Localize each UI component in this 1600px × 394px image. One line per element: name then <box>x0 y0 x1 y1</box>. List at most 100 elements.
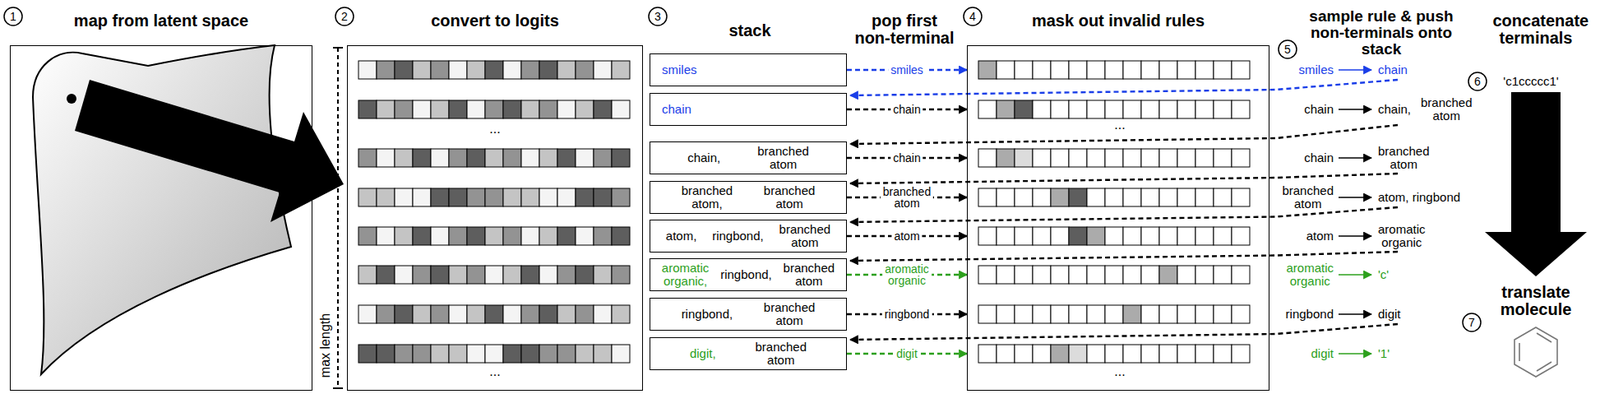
pop-arrow <box>846 273 967 276</box>
logit-cell <box>521 60 540 79</box>
logit-cell <box>467 60 486 79</box>
logit-cell <box>996 148 1015 167</box>
rule-arrow <box>1338 235 1372 237</box>
benzene-molecule <box>1514 327 1558 377</box>
logit-cell <box>485 100 504 119</box>
edge-label: branched atom <box>880 184 934 210</box>
logit-cell <box>1032 305 1051 324</box>
logit-cell <box>539 305 558 324</box>
logit-cell <box>575 226 594 246</box>
logit-cell <box>557 344 576 363</box>
logit-cell <box>394 148 413 167</box>
logit-cell <box>1032 148 1051 167</box>
logit-cell <box>1195 265 1214 284</box>
logit-cell <box>1213 148 1232 167</box>
logit-cell <box>1159 226 1178 246</box>
rule-lhs: ringbond <box>1285 307 1334 321</box>
latent-point <box>66 93 77 104</box>
logit-cell <box>412 60 431 79</box>
stack-symbol: ringbond, <box>720 268 773 282</box>
pop-arrow <box>846 69 967 71</box>
logit-cell <box>467 100 486 119</box>
logit-cell <box>1032 60 1051 79</box>
logit-cell <box>1159 148 1178 167</box>
logit-cell <box>1141 265 1160 284</box>
logit-cell <box>1231 305 1250 324</box>
panel-heading: map from latent space <box>0 11 329 31</box>
logit-cell <box>557 148 576 167</box>
logit-cell <box>1032 100 1051 119</box>
edge-label: atom <box>891 229 922 243</box>
callout-number: 3 <box>654 10 662 24</box>
logit-cell <box>503 265 522 284</box>
logit-cell <box>575 60 594 79</box>
logit-cell <box>358 265 377 284</box>
logit-cell <box>593 305 612 324</box>
down-arrow <box>1484 92 1587 277</box>
logit-cell <box>394 265 413 284</box>
logit-cell <box>358 148 377 167</box>
logit-cell <box>1086 305 1106 324</box>
logit-cell <box>1231 148 1250 167</box>
logit-cell <box>412 226 431 246</box>
logit-cell <box>485 226 504 246</box>
logit-cell <box>611 100 630 119</box>
logit-cell <box>503 226 522 246</box>
logit-cell <box>1159 265 1178 284</box>
logit-cell <box>611 344 630 363</box>
logit-cell <box>376 148 395 167</box>
logit-cell <box>1159 188 1178 207</box>
logit-cell <box>1159 100 1178 119</box>
logit-cell <box>376 344 395 363</box>
logit-cell <box>539 148 558 167</box>
rule-lhs: digit <box>1310 346 1334 361</box>
logit-cell <box>467 148 486 167</box>
callout-number: 1 <box>9 10 17 24</box>
logit-cell <box>467 344 486 363</box>
logit-cell <box>521 226 540 246</box>
stack-box: aromatic organic,ringbond,branched atom <box>649 258 847 292</box>
logit-cell <box>1195 344 1214 363</box>
rule-rhs: chain, <box>1378 102 1411 116</box>
logit-cell <box>539 226 558 246</box>
logit-cell <box>1213 265 1232 284</box>
logit-cell <box>996 60 1015 79</box>
pop-arrow <box>846 196 967 199</box>
logit-cell <box>611 60 630 79</box>
rule-arrow <box>1338 313 1372 315</box>
logit-cell <box>503 344 522 363</box>
logit-cell <box>503 305 522 324</box>
logit-cell <box>1159 305 1178 324</box>
logit-cell <box>448 344 468 363</box>
logit-cell <box>978 305 997 324</box>
logit-cell <box>1068 305 1087 324</box>
logit-cell <box>978 344 997 363</box>
logit-cell <box>1050 148 1069 167</box>
logit-cell <box>1159 344 1178 363</box>
logit-cell <box>1177 188 1196 207</box>
dimension-label: max length <box>319 313 333 378</box>
stack-symbol: ringbond, <box>712 229 764 243</box>
pop-arrow <box>846 352 967 355</box>
stack-box: ringbond,branched atom <box>649 297 847 331</box>
logit-cell <box>1014 344 1033 363</box>
stack-symbol: branched atom <box>755 340 808 367</box>
logit-cell <box>1123 100 1142 119</box>
logit-cell <box>1141 188 1160 207</box>
logit-cell <box>376 226 395 246</box>
logit-cell <box>978 60 997 79</box>
logit-cell <box>1050 226 1069 246</box>
logit-cell <box>575 100 594 119</box>
logit-cell <box>539 60 558 79</box>
logit-cell <box>521 305 540 324</box>
logit-cell <box>1032 265 1051 284</box>
logit-cell <box>1050 265 1069 284</box>
rule-lhs: aromatic organic <box>1285 261 1334 288</box>
logit-cell <box>593 188 612 207</box>
stack-symbol: branched atom <box>779 222 832 250</box>
logit-cell <box>611 226 630 246</box>
ellipsis: ... <box>1114 118 1125 133</box>
logit-cell <box>996 344 1015 363</box>
logit-cell <box>1177 305 1196 324</box>
output-string: 'c1ccccc1' <box>1502 74 1559 88</box>
